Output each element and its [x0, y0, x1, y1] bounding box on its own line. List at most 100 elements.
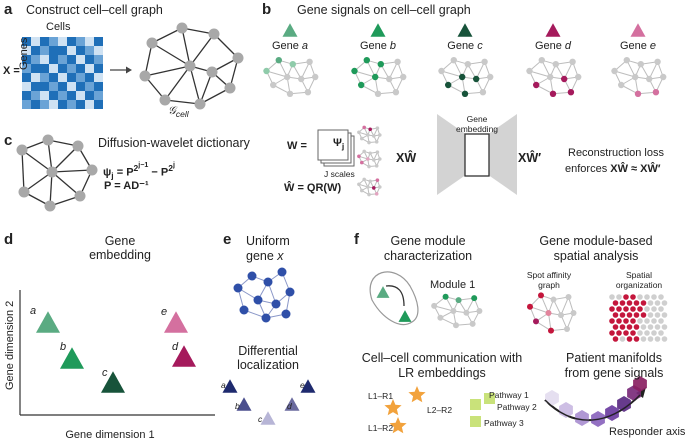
graph-node [400, 73, 407, 81]
point-label-d: d [172, 341, 179, 353]
graph-node [357, 182, 361, 187]
graph-edge [49, 171, 53, 207]
gene-a-triangle [282, 23, 298, 37]
matrix-cell [40, 82, 49, 91]
matrix-cell [49, 91, 58, 100]
panel-b-title: Gene signals on cell–cell graph [297, 3, 471, 17]
spatial-dot [626, 300, 633, 306]
pathway-label-3: Pathway 3 [484, 418, 524, 428]
spatial-dot [654, 312, 661, 318]
panel-c-title: Diffusion-wavelet dictionary [98, 136, 250, 150]
differential-label-1: Differential [238, 344, 298, 358]
graph-node [545, 310, 552, 316]
responder-axis-label: Responder axis [609, 426, 685, 438]
graph-node [550, 296, 557, 303]
graph-node [375, 150, 380, 154]
spatial-dot [661, 336, 668, 342]
graph-node [263, 277, 273, 287]
graph-node [438, 67, 445, 75]
graph-node [461, 90, 469, 98]
graph-node [206, 66, 218, 78]
graph-node [289, 60, 296, 68]
graph-node [146, 37, 158, 49]
graph-node [368, 151, 373, 156]
graph-node [72, 140, 84, 152]
gene-d-triangle [545, 23, 561, 37]
graph-node [357, 154, 361, 159]
graph-node [392, 89, 400, 96]
lr-label-3: L1–R2 [368, 423, 394, 433]
matrix-cell [85, 73, 94, 82]
matrix-cell [94, 46, 103, 55]
matrix-cell [76, 91, 85, 100]
graph-node [375, 178, 380, 182]
gene-d-graph [526, 57, 582, 98]
pathway-square-3 [470, 416, 481, 427]
graph-node [431, 302, 438, 309]
matrix-cell [58, 46, 67, 55]
spatial-dot [619, 312, 626, 318]
graph-edge [151, 27, 183, 44]
embedding-point-d [172, 345, 196, 367]
graph-node [16, 144, 28, 156]
embedding-point-c [101, 371, 125, 393]
panel-letter-f: f [354, 231, 359, 248]
graph-node [652, 89, 660, 96]
spatial-dot [630, 330, 636, 336]
matrix-cell [31, 46, 40, 55]
matrix-cell [49, 100, 58, 109]
graph-edge [614, 70, 636, 78]
lr-star-3 [389, 417, 407, 434]
matrix-cell [58, 91, 67, 100]
lr-label-1: L1–R1 [368, 391, 394, 401]
gene-c-graph [438, 57, 494, 98]
matrix-cell [40, 46, 49, 55]
uniform-label-1: Uniform [246, 234, 290, 248]
module-gene-a [376, 286, 390, 298]
graph-node [367, 140, 371, 145]
graph-node [459, 73, 466, 81]
spatial-dot [626, 336, 633, 342]
p-equation: P = AD⁻¹ [104, 180, 149, 192]
gene-e-label: Gene e [619, 40, 657, 52]
graph-edge [189, 33, 215, 67]
spatial-dot [644, 330, 650, 336]
spatial-dot [651, 318, 657, 324]
graph-node [548, 327, 554, 334]
graph-node [646, 75, 653, 83]
graph-node [360, 136, 364, 141]
spatial-dot [640, 336, 647, 342]
spatial-dot [651, 294, 657, 300]
w-label: W = [287, 140, 307, 152]
point-label-b: b [60, 341, 67, 353]
graph-node [372, 134, 376, 138]
matrix-cell [67, 64, 76, 73]
spatial-dot [647, 312, 654, 318]
spatial-organization-grid [609, 294, 668, 342]
wavelet-graph-3 [357, 177, 382, 197]
graph-node [450, 57, 457, 64]
spatial-dot [616, 306, 622, 312]
graph-edge [181, 27, 191, 67]
graph-node [281, 309, 291, 319]
patient-hexagon [633, 376, 647, 392]
graph-node [286, 90, 294, 98]
graph-node [247, 271, 257, 281]
spatial-dot [658, 294, 664, 300]
matrix-cell [40, 37, 49, 46]
patient-title-1: Patient manifolds [566, 351, 662, 365]
ccc-title-2: LR embeddings [398, 366, 486, 380]
gene-b-triangle [370, 23, 386, 37]
matrix-cell [94, 64, 103, 73]
spatial-dot [633, 336, 640, 342]
graph-node [271, 299, 281, 309]
differential-label-2: localization [237, 358, 299, 372]
panel-a-title: Construct cell–cell graph [26, 3, 163, 17]
gene-b-label: Gene b [359, 40, 397, 52]
graph-node [18, 186, 30, 198]
graph-node [476, 308, 483, 314]
graph-node [533, 81, 540, 89]
matrix-cell [67, 100, 76, 109]
spatial-dot [633, 300, 640, 306]
